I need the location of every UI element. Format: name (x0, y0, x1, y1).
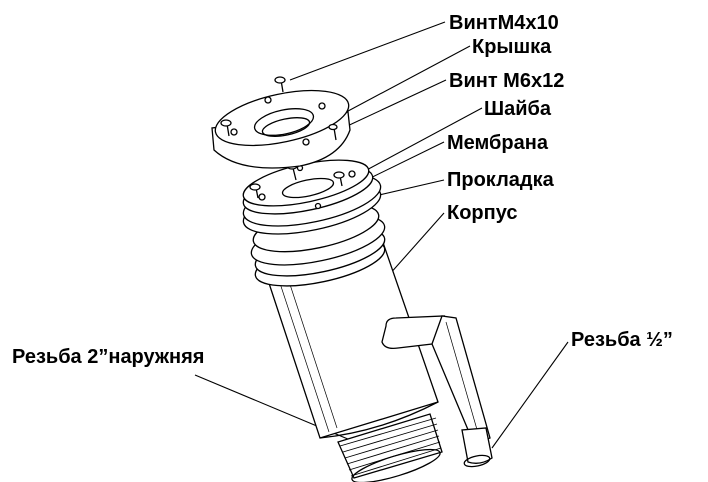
label-screw-m6: Винт М6х12 (449, 70, 565, 92)
label-gasket: Прокладка (447, 169, 554, 191)
m4-screws (220, 76, 338, 141)
label-thread-half-inch: Резьба ½” (571, 329, 673, 351)
label-housing: Корпус (447, 202, 518, 224)
thread-2inch (337, 413, 443, 482)
label-thread-2-inch: Резьба 2”наружняя (12, 346, 205, 368)
label-cover: Крышка (472, 36, 552, 58)
label-washer: Шайба (484, 98, 551, 120)
side-pipe (381, 315, 493, 468)
label-screw-m4: ВинтМ4х10 (449, 12, 559, 34)
label-membrane: Мембрана (447, 132, 548, 154)
cover (211, 89, 351, 169)
